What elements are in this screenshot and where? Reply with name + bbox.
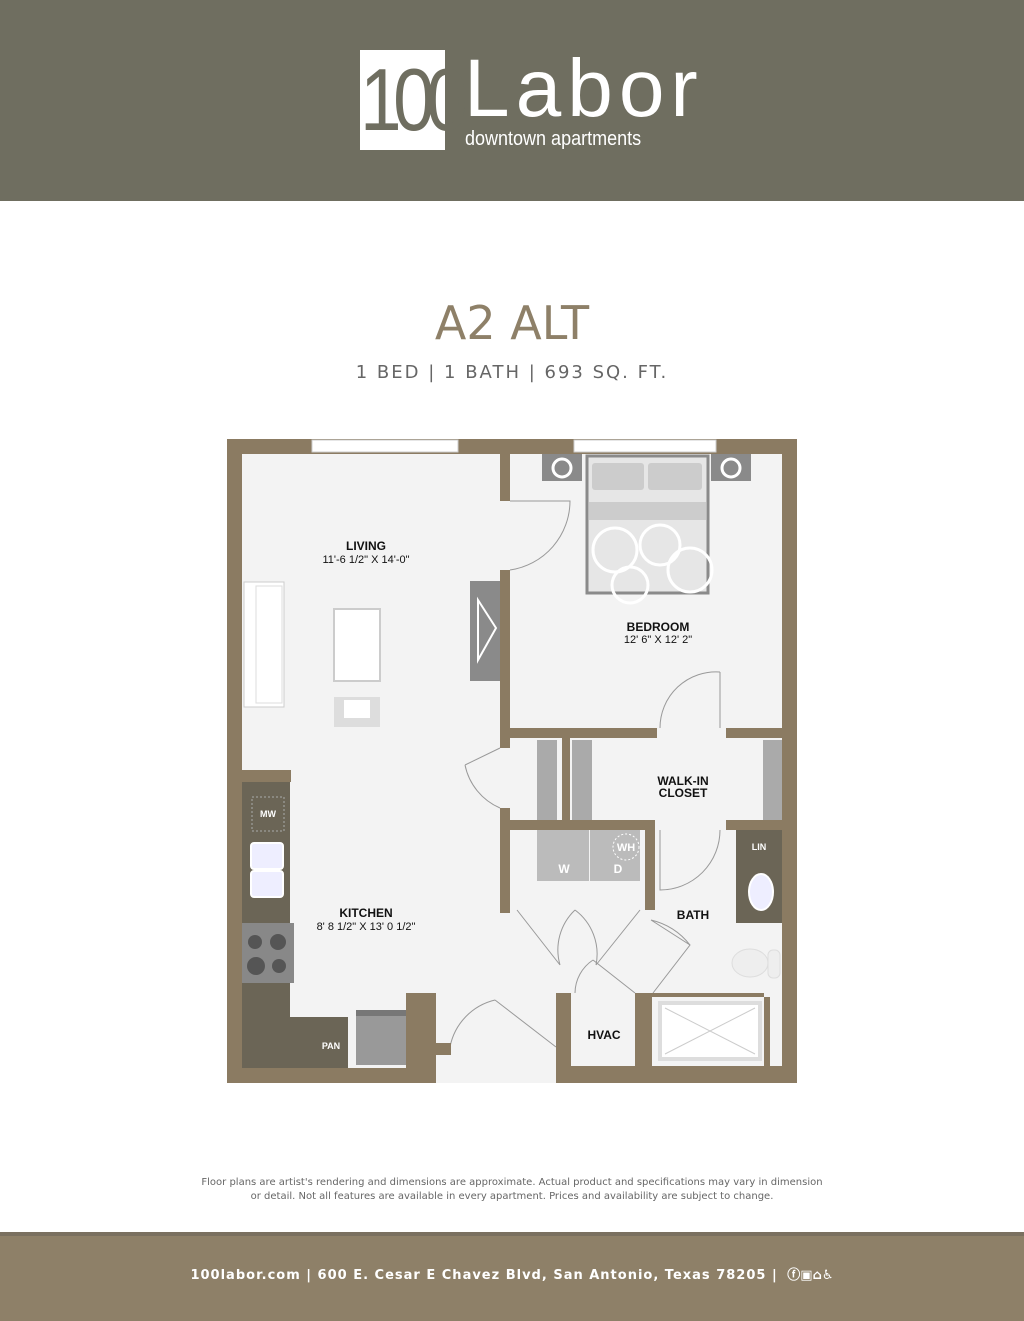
room-dims-kitchen: 8' 8 1/2" X 13' 0 1/2" bbox=[317, 921, 416, 933]
fixture-dryer: D bbox=[614, 862, 623, 876]
room-label-living: LIVING bbox=[346, 539, 386, 553]
room-label-bath: BATH bbox=[677, 908, 709, 922]
room-label-bedroom: BEDROOM bbox=[627, 620, 690, 634]
disclaimer: Floor plans are artist's rendering and d… bbox=[201, 1177, 823, 1202]
fixture-washer: W bbox=[558, 862, 570, 876]
logo-tagline: downtown apartments bbox=[465, 128, 642, 150]
room-dims-living: 11'-6 1/2" X 14'-0" bbox=[322, 554, 409, 566]
facebook-icon[interactable]: ⓕ bbox=[787, 1268, 801, 1283]
fixture-pan: PAN bbox=[322, 1041, 340, 1051]
room-label-kitchen: KITCHEN bbox=[339, 906, 392, 920]
footer: 100labor.com | 600 E. Cesar E Chavez Blv… bbox=[0, 1232, 1024, 1321]
accessibility-icon: ♿ bbox=[821, 1268, 834, 1283]
plan-title: A2 ALT bbox=[434, 296, 590, 350]
doors bbox=[449, 500, 721, 1048]
fixture-mw: MW bbox=[260, 809, 276, 819]
fixture-lin: LIN bbox=[752, 842, 767, 852]
logo: 100 Labor downtown apartments bbox=[360, 43, 698, 150]
logo-word: Labor bbox=[464, 43, 704, 134]
windows bbox=[311, 439, 717, 453]
header: 100 Labor downtown apartments bbox=[0, 0, 1024, 201]
furniture bbox=[242, 454, 782, 1068]
footer-address: 100labor.com | 600 E. Cesar E Chavez Blv… bbox=[190, 1268, 778, 1283]
room-label-hvac: HVAC bbox=[587, 1028, 620, 1042]
plan-summary: 1 BED | 1 BATH | 693 SQ. FT. bbox=[355, 362, 669, 383]
fixture-water-heater: WH bbox=[617, 842, 635, 854]
room-label-closet-2: CLOSET bbox=[659, 786, 708, 800]
room-dims-bedroom: 12' 6" X 12' 2" bbox=[624, 634, 692, 646]
instagram-icon[interactable]: ▣ bbox=[800, 1268, 813, 1283]
footer-contact: 100labor.com | 600 E. Cesar E Chavez Blv… bbox=[0, 1264, 1024, 1283]
equal-housing-icon: ⌂ bbox=[812, 1268, 822, 1283]
room-label-closet-1: WALK-IN bbox=[657, 774, 708, 788]
